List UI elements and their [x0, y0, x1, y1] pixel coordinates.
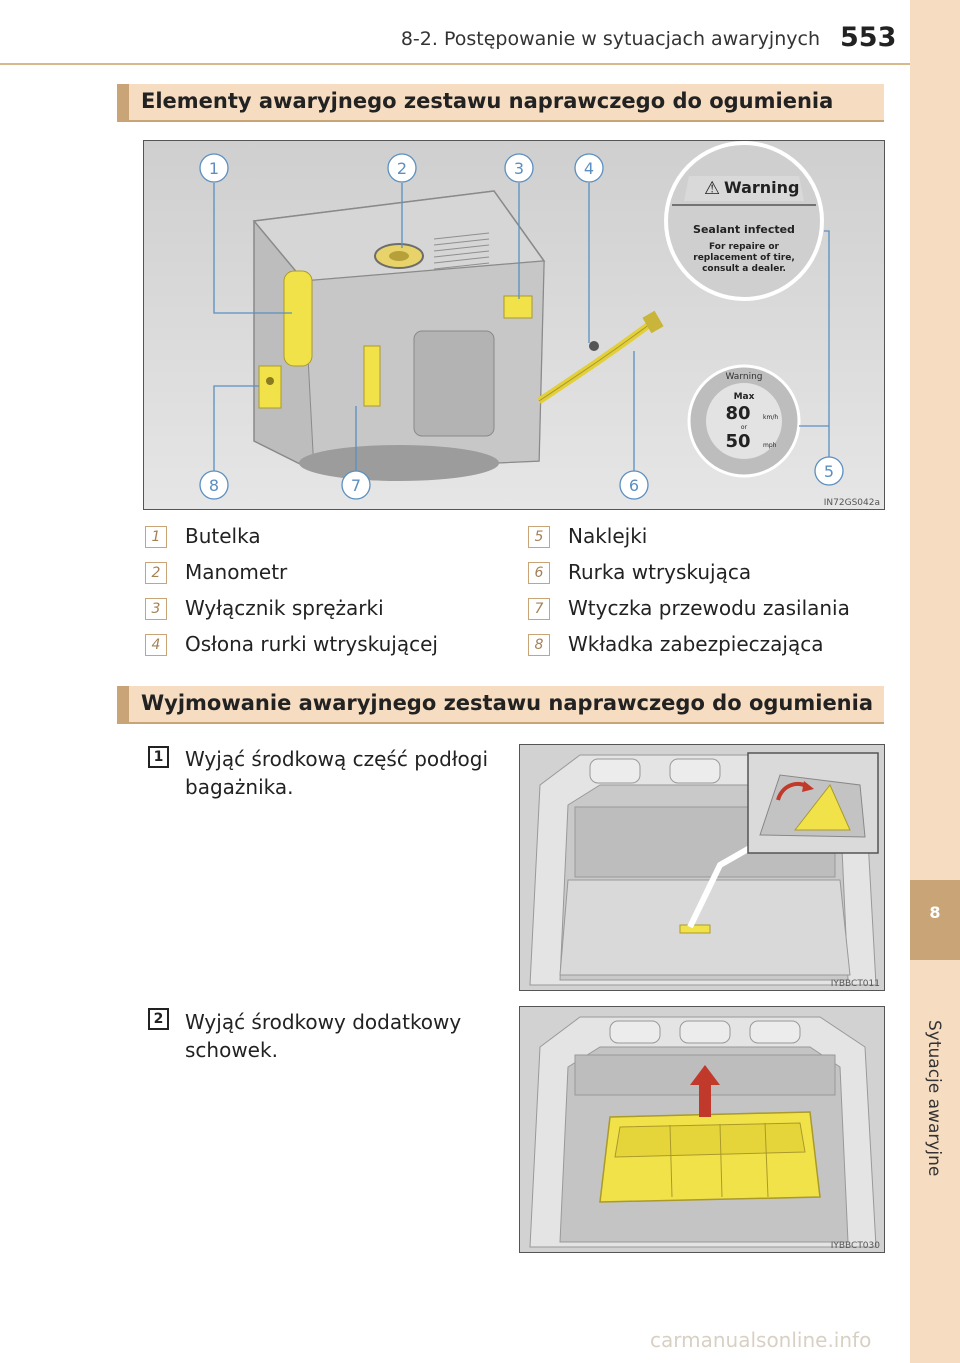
callout-6: 6 [619, 470, 649, 500]
svg-text:6: 6 [629, 476, 639, 495]
callout-1: 1 [199, 153, 229, 183]
speed-or: or [741, 424, 748, 431]
storage-box-figure: IYBBCT030 [519, 1006, 885, 1253]
chapter-tab-number: 8 [929, 903, 941, 922]
parts-legend: 1 Butelka 2 Manometr 3 Wyłącznik sprężar… [145, 524, 885, 664]
legend-label-3: Wyłącznik sprężarki [185, 596, 384, 620]
warning-line1: Sealant infected [693, 223, 795, 236]
legend-label-5: Naklejki [568, 524, 648, 548]
legend-badge-8: 8 [528, 634, 550, 656]
warning-title: Warning [724, 178, 799, 197]
speed-sticker-top: Warning [725, 372, 762, 382]
side-tab-background [910, 0, 960, 880]
legend-badge-2: 2 [145, 562, 167, 584]
callout-7: 7 [341, 470, 371, 500]
step-number-1: 1 [148, 746, 169, 768]
legend-label-4: Osłona rurki wtryskującej [185, 632, 438, 656]
trunk-floor-figure: IYBBCT011 [519, 744, 885, 991]
step-text-1: Wyjąć środkową część podłogi bagażnika. [185, 747, 489, 799]
warning-line2: For repaire or [709, 242, 780, 252]
speed-mph: 50 [725, 431, 750, 452]
speed-mph-unit: mph [763, 442, 777, 449]
figure-code: IYBBCT030 [831, 1241, 881, 1251]
chapter-title: 8-2. Postępowanie w sytuacjach awaryjnyc… [400, 28, 820, 50]
warning-line3: replacement of tire, [693, 253, 795, 263]
callout-8: 8 [199, 470, 229, 500]
legend-badge-1: 1 [145, 526, 167, 548]
speed-max: Max [734, 392, 755, 402]
svg-text:1: 1 [209, 159, 219, 178]
section-header-components: Elementy awaryjnego zestawu naprawczego … [117, 84, 884, 120]
legend-badge-3: 3 [145, 598, 167, 620]
section-rule [117, 722, 884, 724]
repair-kit-figure: ⚠ Warning Sealant infected For repaire o… [143, 140, 885, 510]
header-rule [0, 63, 910, 65]
section-rule [117, 120, 884, 122]
legend-label-2: Manometr [185, 560, 288, 584]
section-header-removal: Wyjmowanie awaryjnego zestawu naprawczeg… [117, 686, 884, 722]
callout-4: 4 [574, 153, 604, 183]
svg-text:5: 5 [824, 462, 834, 481]
legend-badge-4: 4 [145, 634, 167, 656]
callout-3: 3 [504, 153, 534, 183]
warning-line4: consult a dealer. [702, 264, 786, 274]
side-tab-background-lower [910, 960, 960, 1363]
speed-kmh: 80 [725, 403, 750, 424]
watermark: carmanualsonline.info [650, 1328, 872, 1352]
step-number-2: 2 [148, 1008, 169, 1030]
svg-text:8: 8 [209, 476, 219, 495]
legend-label-8: Wkładka zabezpieczająca [568, 632, 824, 656]
legend-badge-7: 7 [528, 598, 550, 620]
callout-5: 5 [814, 456, 844, 486]
legend-label-1: Butelka [185, 524, 261, 548]
page-number: 553 [840, 22, 897, 53]
svg-text:4: 4 [584, 159, 594, 178]
section-title: Wyjmowanie awaryjnego zestawu naprawczeg… [141, 691, 874, 715]
step-text-2: Wyjąć środkowy dodatkowy schowek. [185, 1010, 462, 1062]
legend-label-7: Wtyczka przewodu zasilania [568, 596, 850, 620]
svg-text:3: 3 [514, 159, 524, 178]
speed-kmh-unit: km/h [763, 414, 778, 421]
svg-text:2: 2 [397, 159, 407, 178]
repair-kit-illustration: ⚠ Warning Sealant infected For repaire o… [144, 141, 884, 509]
storage-box-illustration: IYBBCT030 [520, 1007, 884, 1252]
svg-text:⚠: ⚠ [704, 178, 720, 199]
callout-2: 2 [387, 153, 417, 183]
chapter-tab-label: Sytuacje awaryjne [924, 1020, 944, 1177]
legend-badge-5: 5 [528, 526, 550, 548]
chapter-tab[interactable] [910, 880, 960, 960]
section-title: Elementy awaryjnego zestawu naprawczego … [141, 89, 834, 113]
trunk-floor-illustration: IYBBCT011 [520, 745, 884, 990]
legend-label-6: Rurka wtryskująca [568, 560, 752, 584]
figure-code: IN72GS042a [824, 498, 880, 508]
legend-badge-6: 6 [528, 562, 550, 584]
figure-code: IYBBCT011 [831, 979, 880, 989]
svg-text:7: 7 [351, 476, 361, 495]
